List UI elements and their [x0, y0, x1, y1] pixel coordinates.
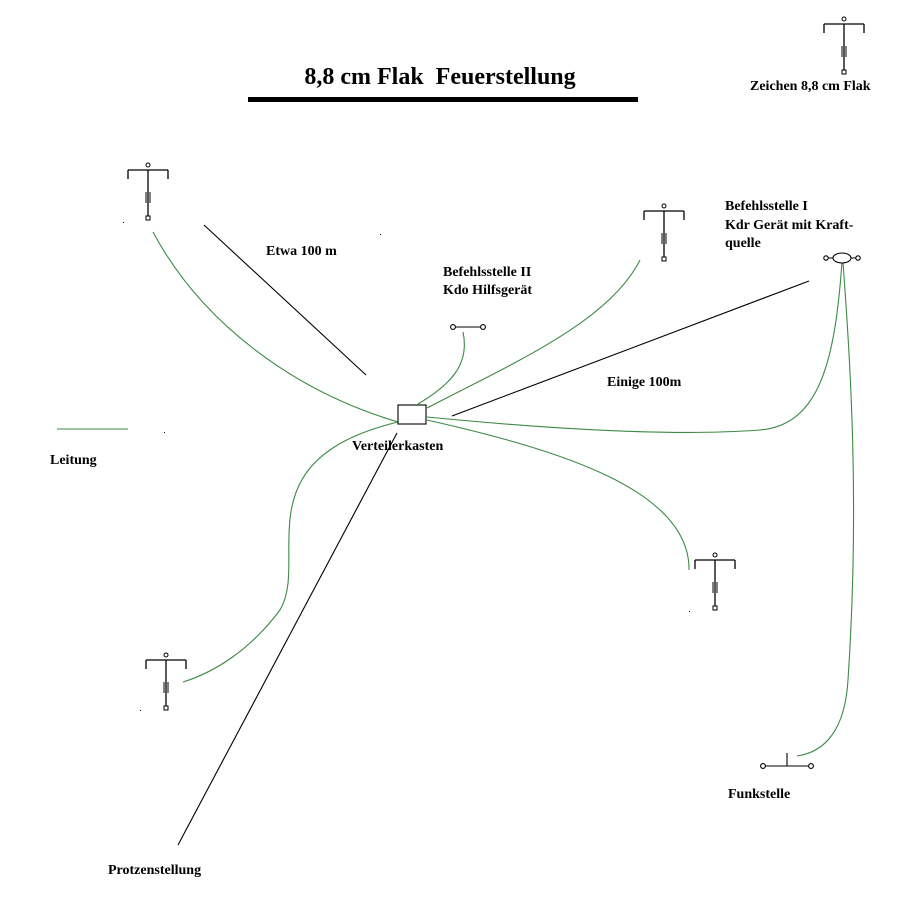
distance-lines	[177, 224, 810, 846]
cable-to-gun-bottom-left	[182, 421, 399, 683]
title-underline	[248, 97, 638, 102]
scan-specks	[123, 222, 690, 711]
radio-station-icon	[760, 753, 814, 769]
gun-icon-top-left	[127, 162, 169, 221]
command-post-2-icon	[450, 324, 486, 330]
command-post-2-label-line1: Befehlsstelle II	[443, 265, 532, 280]
distance-line-guns	[203, 224, 367, 376]
cable-to-gun-top-right	[426, 259, 641, 409]
radio-station-label: Funkstelle	[728, 787, 791, 802]
distance-guns-label: Etwa 100 m	[266, 244, 337, 259]
distance-line-command	[451, 280, 810, 417]
limber-position-label: Protzenstellung	[108, 863, 202, 878]
distribution-box-label: Verteilerkasten	[352, 439, 444, 454]
cable-to-gun-top-left	[152, 231, 399, 423]
command-post-1-label-line3: quelle	[725, 236, 761, 251]
legend-line-label: Leitung	[50, 453, 97, 468]
distribution-box-icon	[397, 404, 427, 425]
gun-icon-top-right	[643, 203, 685, 262]
cable-to-radio-station	[796, 261, 855, 757]
command-post-2-label-line2: Kdo Hilfsgerät	[443, 283, 533, 298]
line-to-limber-position	[177, 432, 398, 846]
page-title: 8,8 cm Flak Feuerstellung	[304, 64, 576, 90]
gun-icon-bottom-right	[694, 552, 736, 611]
command-post-1-label-line2: Kdr Gerät mit Kraft-	[725, 218, 854, 233]
command-post-1-label-line1: Befehlsstelle I	[725, 199, 808, 214]
legend-gun-label: Zeichen 8,8 cm Flak	[750, 79, 871, 94]
gun-icon-legend	[823, 16, 865, 75]
cable-lines	[57, 231, 855, 757]
gun-icon-bottom-left	[145, 652, 187, 711]
cable-to-command-post-2	[417, 331, 465, 405]
distance-command-label: Einige 100m	[607, 375, 682, 390]
cable-to-gun-bottom-right	[426, 419, 690, 571]
cable-to-command-post-1	[426, 261, 843, 433]
command-post-1-icon	[823, 252, 861, 264]
